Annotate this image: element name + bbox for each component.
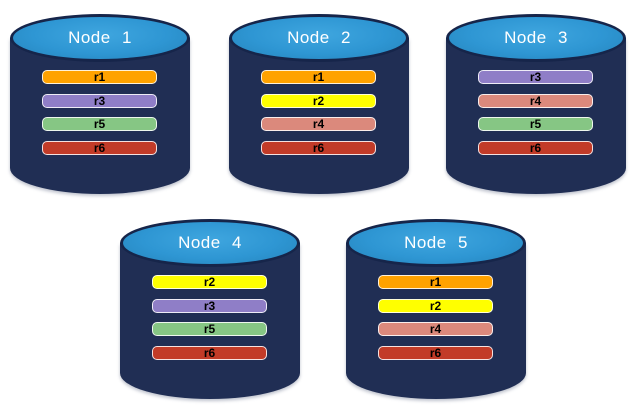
replica-bar: r2 <box>152 275 267 289</box>
cylinder-top-ellipse <box>120 219 300 267</box>
cylinder-body <box>10 38 190 194</box>
node-label: Node 2 <box>287 28 351 47</box>
node-3-cylinder: Node 3 r3 r4 r5 r6 <box>446 14 626 194</box>
node-label: Node 4 <box>178 233 242 252</box>
replica-bar: r3 <box>152 298 267 313</box>
replica-bar: r4 <box>261 117 376 131</box>
node-label: Node 3 <box>504 28 568 47</box>
node-label: Node 5 <box>404 233 468 252</box>
replica-bar: r2 <box>261 93 376 108</box>
cylinder-body <box>346 243 526 399</box>
replica-bar: r1 <box>378 275 493 289</box>
replica-bar-stack: r1 r2 r4 r6 <box>261 70 376 155</box>
node-5-cylinder: Node 5 r1 r2 r4 r6 <box>346 219 526 399</box>
cylinder-top-ellipse <box>446 14 626 62</box>
replica-bar: r4 <box>478 93 593 108</box>
replica-bar: r6 <box>478 140 593 155</box>
replica-bar: r6 <box>261 140 376 155</box>
cylinder-top-ellipse <box>346 219 526 267</box>
replica-bar: r2 <box>378 298 493 313</box>
cylinder-top-ellipse <box>10 14 190 62</box>
node-1-cylinder: Node 1 r1 r3 r5 r6 <box>10 14 190 194</box>
replica-bar: r5 <box>152 322 267 336</box>
cylinder-body <box>229 38 409 194</box>
node-2-cylinder: Node 2 r1 r2 r4 r6 <box>229 14 409 194</box>
replica-bar: r6 <box>42 140 157 155</box>
replica-bar-stack: r1 r3 r5 r6 <box>42 70 157 155</box>
replica-bar: r5 <box>478 117 593 131</box>
cylinder-top-ellipse <box>229 14 409 62</box>
replica-bar: r3 <box>42 93 157 108</box>
node-4-cylinder: Node 4 r2 r3 r5 r6 <box>120 219 300 399</box>
node-label: Node 1 <box>68 28 132 47</box>
replica-bar: r1 <box>261 70 376 84</box>
replica-bar: r6 <box>378 345 493 360</box>
replica-bar: r6 <box>152 345 267 360</box>
replica-bar: r3 <box>478 70 593 84</box>
cylinder-body <box>446 38 626 194</box>
replica-bar-stack: r2 r3 r5 r6 <box>152 275 267 360</box>
replica-bar-stack: r1 r2 r4 r6 <box>378 275 493 360</box>
cylinder-body <box>120 243 300 399</box>
replica-bar-stack: r3 r4 r5 r6 <box>478 70 593 155</box>
replica-bar: r1 <box>42 70 157 84</box>
replica-bar: r5 <box>42 117 157 131</box>
replica-bar: r4 <box>378 322 493 336</box>
